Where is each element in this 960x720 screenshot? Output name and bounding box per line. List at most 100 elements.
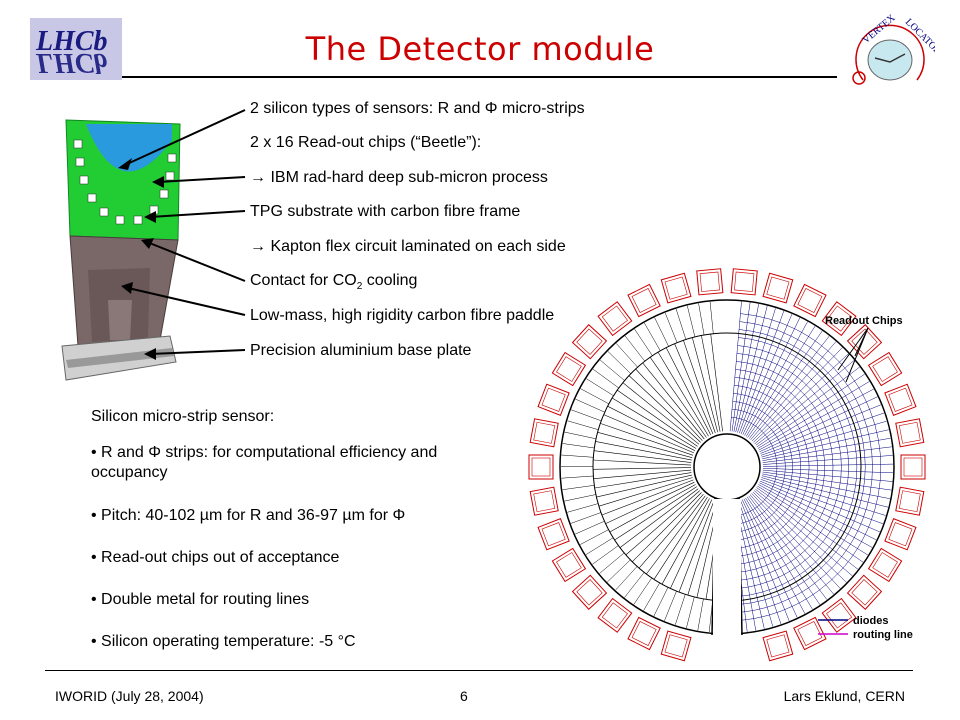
strip-arc (732, 408, 786, 526)
sensor-inner-ring (592, 332, 862, 602)
sensor-bullet-metal: • Double metal for routing lines (91, 591, 310, 608)
strip-line (696, 502, 720, 598)
readout-chip (597, 301, 633, 337)
strip-line (601, 479, 694, 516)
feature-readout-chips: 2 x 16 Read-out chips (“Beetle”): (250, 134, 482, 151)
strip-arc (732, 401, 793, 533)
strip-arc (740, 313, 881, 621)
strip-line (567, 503, 599, 513)
strip-line (634, 328, 653, 356)
strip-line (754, 490, 853, 577)
strip-line (661, 498, 710, 585)
sensor-bullet-pitch: • Pitch: 40-102 µm for R and 36-97 µm fo… (91, 507, 406, 524)
strip-line (741, 499, 798, 618)
strip-line (761, 475, 889, 508)
readout-chip (627, 283, 661, 318)
strip-line (761, 420, 887, 458)
strip-line (646, 495, 706, 575)
velo-logo-graphic: VERTEX LOCATOR (852, 12, 935, 85)
strip-line (709, 301, 714, 334)
strip-arc (738, 329, 866, 605)
strip-arc (737, 345, 849, 589)
readout-chip (895, 486, 925, 516)
strip-line (614, 486, 697, 541)
sensor-bullet-temperature: • Silicon operating temperature: -5 °C (91, 633, 356, 650)
strip-line (755, 489, 858, 570)
strip-line (762, 469, 893, 482)
readout-chip (660, 272, 692, 304)
strip-line (731, 502, 748, 632)
strip-line (593, 450, 692, 463)
strip-line (742, 317, 801, 435)
readout-chip (660, 630, 692, 662)
slide-number: 6 (460, 688, 468, 704)
readout-chip (696, 268, 724, 296)
strip-line (592, 467, 692, 470)
strip-line (624, 572, 645, 598)
sensor-strips (560, 301, 894, 633)
strip-line (564, 494, 596, 502)
readout-chip (793, 616, 827, 651)
strip-line (638, 494, 704, 569)
readout-chip (597, 597, 633, 633)
readout-chip (529, 486, 559, 516)
strip-line (609, 484, 696, 533)
strip-line (649, 357, 707, 438)
lhcb-logo-graphic: LHCb LHCb (30, 18, 122, 80)
chip-pads (73, 139, 177, 225)
readout-chip (571, 574, 608, 610)
strip-line (615, 566, 638, 591)
readout-chip (793, 283, 827, 318)
readout-chip (551, 547, 587, 583)
strip-line (751, 347, 843, 442)
legend-routing-label: routing line (853, 629, 913, 641)
feature-base-plate: Precision aluminium base plate (250, 342, 472, 359)
strip-line (705, 502, 722, 600)
strip-line (749, 336, 830, 439)
strip-line (675, 594, 686, 625)
strip-line (760, 480, 880, 533)
strip-line (674, 343, 714, 435)
legend-diodes-label: diodes (853, 615, 888, 627)
strip-line (561, 454, 594, 458)
footer-divider (45, 670, 913, 671)
sensor-outer-edge (559, 299, 895, 635)
strip-line (564, 431, 597, 440)
strip-line (710, 333, 723, 432)
strip-line (698, 303, 705, 336)
strip-arc (738, 337, 858, 597)
feature-kapton-flex: → Kapton flex circuit laminated on each … (250, 238, 566, 255)
strip-line (580, 529, 609, 545)
strip-line (762, 446, 892, 463)
sensor-split-gap (711, 497, 743, 636)
strip-line (756, 487, 864, 563)
strip-line (575, 520, 605, 535)
strip-arc (739, 321, 873, 613)
strip-line (729, 301, 742, 432)
strip-line (745, 326, 816, 437)
readout-chip (821, 301, 857, 337)
strip-line (735, 305, 768, 433)
strip-line (749, 494, 834, 595)
strip-line (731, 302, 751, 432)
strip-arc (734, 385, 810, 549)
strip-line (597, 432, 693, 458)
strip-line (752, 491, 847, 583)
strip-line (586, 378, 614, 396)
strip-line (697, 598, 704, 631)
lhcb-logo: LHCb LHCb (30, 18, 122, 80)
strip-line (737, 308, 776, 433)
strip-line (757, 485, 868, 556)
strip-line (653, 497, 708, 580)
readout-chip-ring (528, 268, 926, 662)
strip-line (762, 471, 892, 491)
strip-line (616, 343, 638, 368)
strip-line (733, 303, 759, 432)
hybrid-board (65, 119, 181, 241)
strip-line (761, 477, 886, 516)
strip-line (738, 500, 782, 625)
base-plate (61, 335, 177, 381)
feature-co2-cooling: Contact for CO2 cooling (250, 272, 417, 292)
strip-line (743, 498, 806, 614)
readout-chip (730, 268, 758, 296)
